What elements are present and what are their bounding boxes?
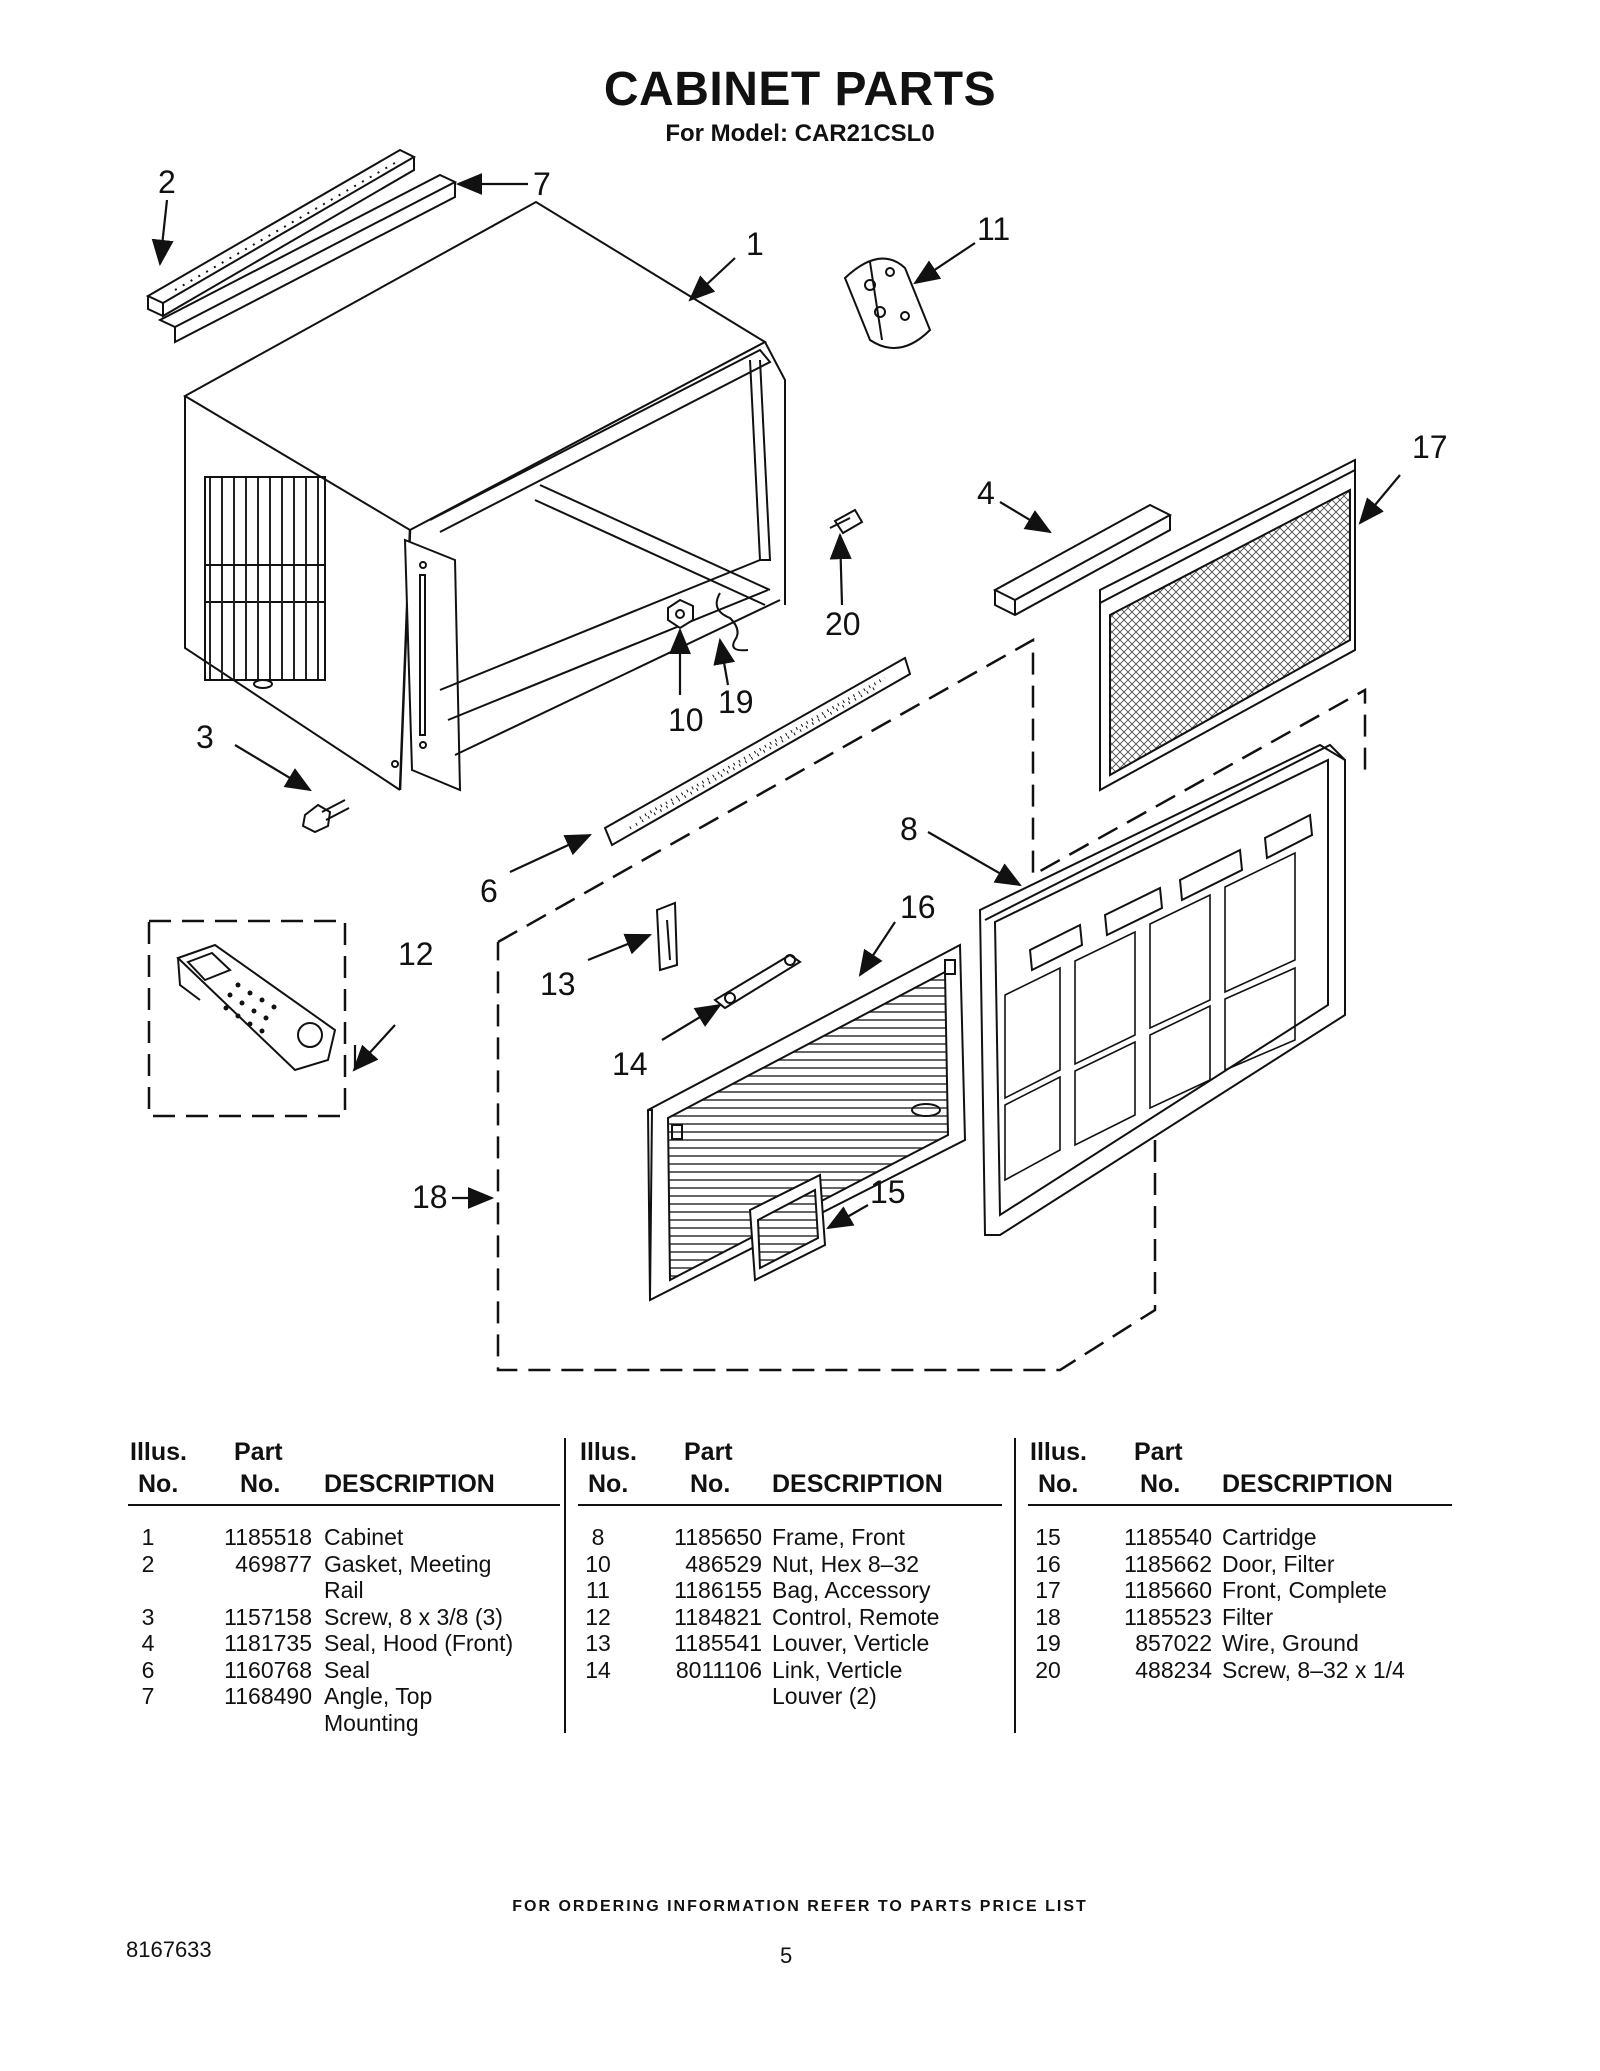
part-no-header: No. bbox=[690, 1470, 731, 1498]
header-rule bbox=[128, 1504, 560, 1506]
front-frame-part bbox=[978, 743, 1346, 1236]
callout-12: 12 bbox=[398, 936, 434, 972]
accessory-bag-part bbox=[843, 257, 932, 349]
callout-15: 15 bbox=[870, 1174, 906, 1210]
callout-labels: 2 7 1 11 17 4 20 10 19 3 6 8 16 12 13 14… bbox=[158, 164, 1448, 1215]
model-subtitle: For Model: CAR21CSL0 bbox=[665, 120, 935, 147]
cartridge-part bbox=[748, 1173, 827, 1282]
seal-part bbox=[603, 656, 912, 847]
part-header: Part bbox=[234, 1438, 283, 1466]
louver-verticle-part bbox=[655, 901, 679, 972]
description-header: DESCRIPTION bbox=[1222, 1470, 1393, 1498]
column-divider bbox=[564, 1438, 566, 1733]
description-header: DESCRIPTION bbox=[772, 1470, 943, 1498]
callout-19: 19 bbox=[718, 684, 754, 720]
description-header: DESCRIPTION bbox=[324, 1470, 495, 1498]
callout-10: 10 bbox=[668, 702, 704, 738]
illus-header: Illus. bbox=[580, 1438, 637, 1466]
callout-20: 20 bbox=[825, 606, 861, 642]
callout-14: 14 bbox=[612, 1046, 648, 1082]
remote-control-part bbox=[176, 943, 337, 1072]
table-row: Louver (2) bbox=[772, 1683, 877, 1709]
table-row: Mounting bbox=[324, 1709, 419, 1736]
illus-no-header: No. bbox=[1038, 1470, 1079, 1498]
top-mounting-angle-part bbox=[157, 173, 458, 344]
cabinet-part bbox=[182, 200, 786, 792]
header-rule bbox=[1028, 1504, 1452, 1506]
header-rule bbox=[578, 1504, 1002, 1506]
filter-part bbox=[1099, 458, 1356, 792]
callout-16: 16 bbox=[900, 889, 936, 925]
table-row: Rail bbox=[324, 1577, 364, 1603]
document-number: 8167633 bbox=[126, 1937, 212, 1962]
filter-door-part bbox=[646, 943, 967, 1302]
hex-nut-part bbox=[667, 598, 694, 630]
callout-17: 18 bbox=[412, 1179, 448, 1215]
ordering-footer: FOR ORDERING INFORMATION REFER TO PARTS … bbox=[512, 1898, 1088, 1915]
page-title: CABINET PARTS bbox=[603, 63, 997, 116]
part-header: Part bbox=[684, 1438, 733, 1466]
gasket-meeting-rail-part bbox=[145, 148, 417, 318]
callout-18: 17 bbox=[1412, 429, 1448, 465]
callout-11: 11 bbox=[977, 211, 1010, 247]
screw-8x3-8-part bbox=[301, 799, 350, 834]
front-complete-group-outline bbox=[497, 637, 1367, 944]
part-no-header: No. bbox=[240, 1470, 281, 1498]
column-divider bbox=[1014, 1438, 1016, 1733]
callout-3: 3 bbox=[196, 719, 214, 755]
illus-no-header: No. bbox=[588, 1470, 629, 1498]
callout-6: 6 bbox=[480, 873, 498, 909]
part-no-header: No. bbox=[1140, 1470, 1181, 1498]
callout-1: 1 bbox=[746, 226, 764, 262]
callout-4: 4 bbox=[977, 475, 995, 511]
illus-no-header: No. bbox=[138, 1470, 179, 1498]
callout-13: 13 bbox=[540, 966, 576, 1002]
page-number: 5 bbox=[780, 1943, 793, 1968]
illus-header: Illus. bbox=[130, 1438, 187, 1466]
link-verticle-louver-part bbox=[713, 953, 802, 1010]
callout-2: 2 bbox=[158, 164, 176, 200]
seal-hood-front-part bbox=[992, 503, 1173, 617]
part-header: Part bbox=[1134, 1438, 1183, 1466]
callout-7: 7 bbox=[533, 166, 551, 202]
callout-8: 8 bbox=[900, 811, 918, 847]
illus-header: Illus. bbox=[1030, 1438, 1087, 1466]
exploded-parts-diagram: 2 7 1 11 17 4 20 10 19 3 6 8 16 12 13 14… bbox=[145, 148, 1448, 1372]
screw-8-32-part bbox=[829, 508, 864, 535]
